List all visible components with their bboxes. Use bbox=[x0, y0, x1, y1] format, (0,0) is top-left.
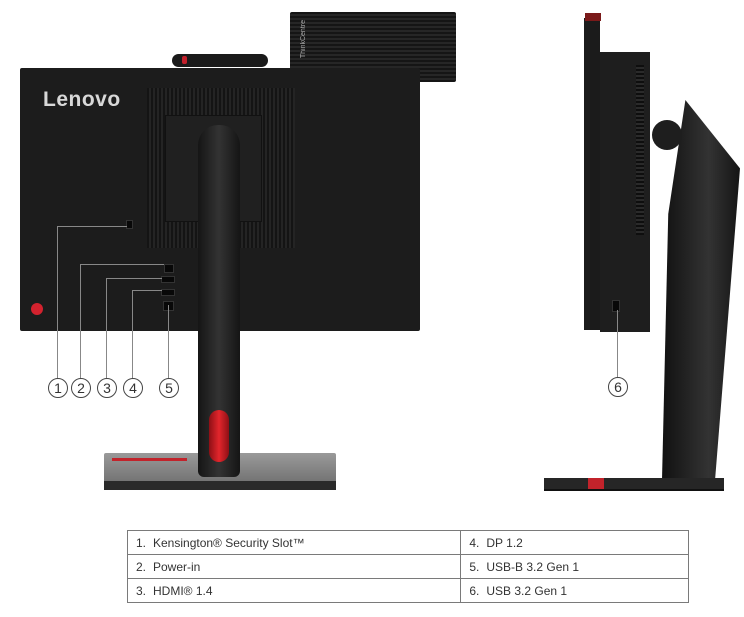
table-cell: 2. Power-in bbox=[126, 554, 462, 579]
leader-line-4 bbox=[132, 290, 133, 379]
callout-5: 5 bbox=[159, 378, 179, 398]
leader-line-6 bbox=[617, 310, 618, 378]
table-cell: 1. Kensington® Security Slot™ bbox=[126, 530, 462, 555]
stand-base-red-accent bbox=[112, 458, 187, 461]
item-label: Power-in bbox=[153, 559, 201, 574]
side-stand-base bbox=[544, 478, 724, 491]
table-row: 1. Kensington® Security Slot™ 4. DP 1.2 bbox=[126, 530, 689, 555]
table-row: 3. HDMI® 1.4 6. USB 3.2 Gen 1 bbox=[126, 578, 689, 603]
kensington-slot bbox=[126, 220, 133, 229]
item-label: HDMI® 1.4 bbox=[153, 583, 213, 598]
leader-line-3 bbox=[106, 278, 107, 379]
leader-line-4 bbox=[132, 290, 162, 291]
item-label: Kensington® Security Slot™ bbox=[153, 535, 305, 550]
item-number: 4. bbox=[469, 535, 480, 550]
item-number: 1. bbox=[136, 535, 147, 550]
power-in-port bbox=[164, 264, 174, 273]
leader-line-2 bbox=[80, 264, 81, 379]
table-row: 2. Power-in 5. USB-B 3.2 Gen 1 bbox=[126, 554, 689, 579]
side-base-red-accent bbox=[588, 478, 604, 489]
stand-base-edge bbox=[104, 481, 336, 490]
leader-line-1 bbox=[57, 226, 58, 379]
side-stand-arm bbox=[662, 100, 740, 480]
callout-3: 3 bbox=[97, 378, 117, 398]
side-webcam bbox=[585, 13, 601, 21]
cable-management-hole bbox=[209, 410, 229, 462]
usb-a-port bbox=[612, 300, 620, 312]
item-number: 2. bbox=[136, 559, 147, 574]
leader-line-1 bbox=[57, 226, 127, 227]
callout-1: 1 bbox=[48, 378, 68, 398]
item-label: USB 3.2 Gen 1 bbox=[486, 583, 568, 598]
dp-port bbox=[161, 289, 175, 296]
leader-line-3 bbox=[106, 278, 162, 279]
side-panel bbox=[584, 18, 600, 330]
callout-6: 6 bbox=[608, 377, 628, 397]
leader-line-2 bbox=[80, 264, 164, 265]
item-number: 5. bbox=[469, 559, 480, 574]
webcam-indicator bbox=[182, 56, 187, 64]
table-cell: 3. HDMI® 1.4 bbox=[126, 578, 462, 603]
leader-line-5 bbox=[168, 305, 169, 379]
side-hinge bbox=[652, 120, 682, 150]
ports-table: 1. Kensington® Security Slot™ 4. DP 1.2 2.… bbox=[126, 530, 689, 603]
table-cell: 4. DP 1.2 bbox=[460, 530, 689, 555]
webcam bbox=[172, 54, 268, 67]
item-number: 3. bbox=[136, 583, 147, 598]
brand-logo: Lenovo bbox=[43, 88, 121, 111]
callout-2: 2 bbox=[71, 378, 91, 398]
table-cell: 5. USB-B 3.2 Gen 1 bbox=[460, 554, 689, 579]
hdmi-port bbox=[161, 276, 175, 283]
item-label: USB-B 3.2 Gen 1 bbox=[486, 559, 580, 574]
power-button-icon bbox=[31, 303, 43, 315]
item-number: 6. bbox=[469, 583, 480, 598]
item-label: DP 1.2 bbox=[486, 535, 523, 550]
tiny-pc-label: ThinkCentre bbox=[300, 20, 307, 59]
callout-4: 4 bbox=[123, 378, 143, 398]
table-cell: 6. USB 3.2 Gen 1 bbox=[460, 578, 689, 603]
side-vent bbox=[636, 65, 644, 235]
